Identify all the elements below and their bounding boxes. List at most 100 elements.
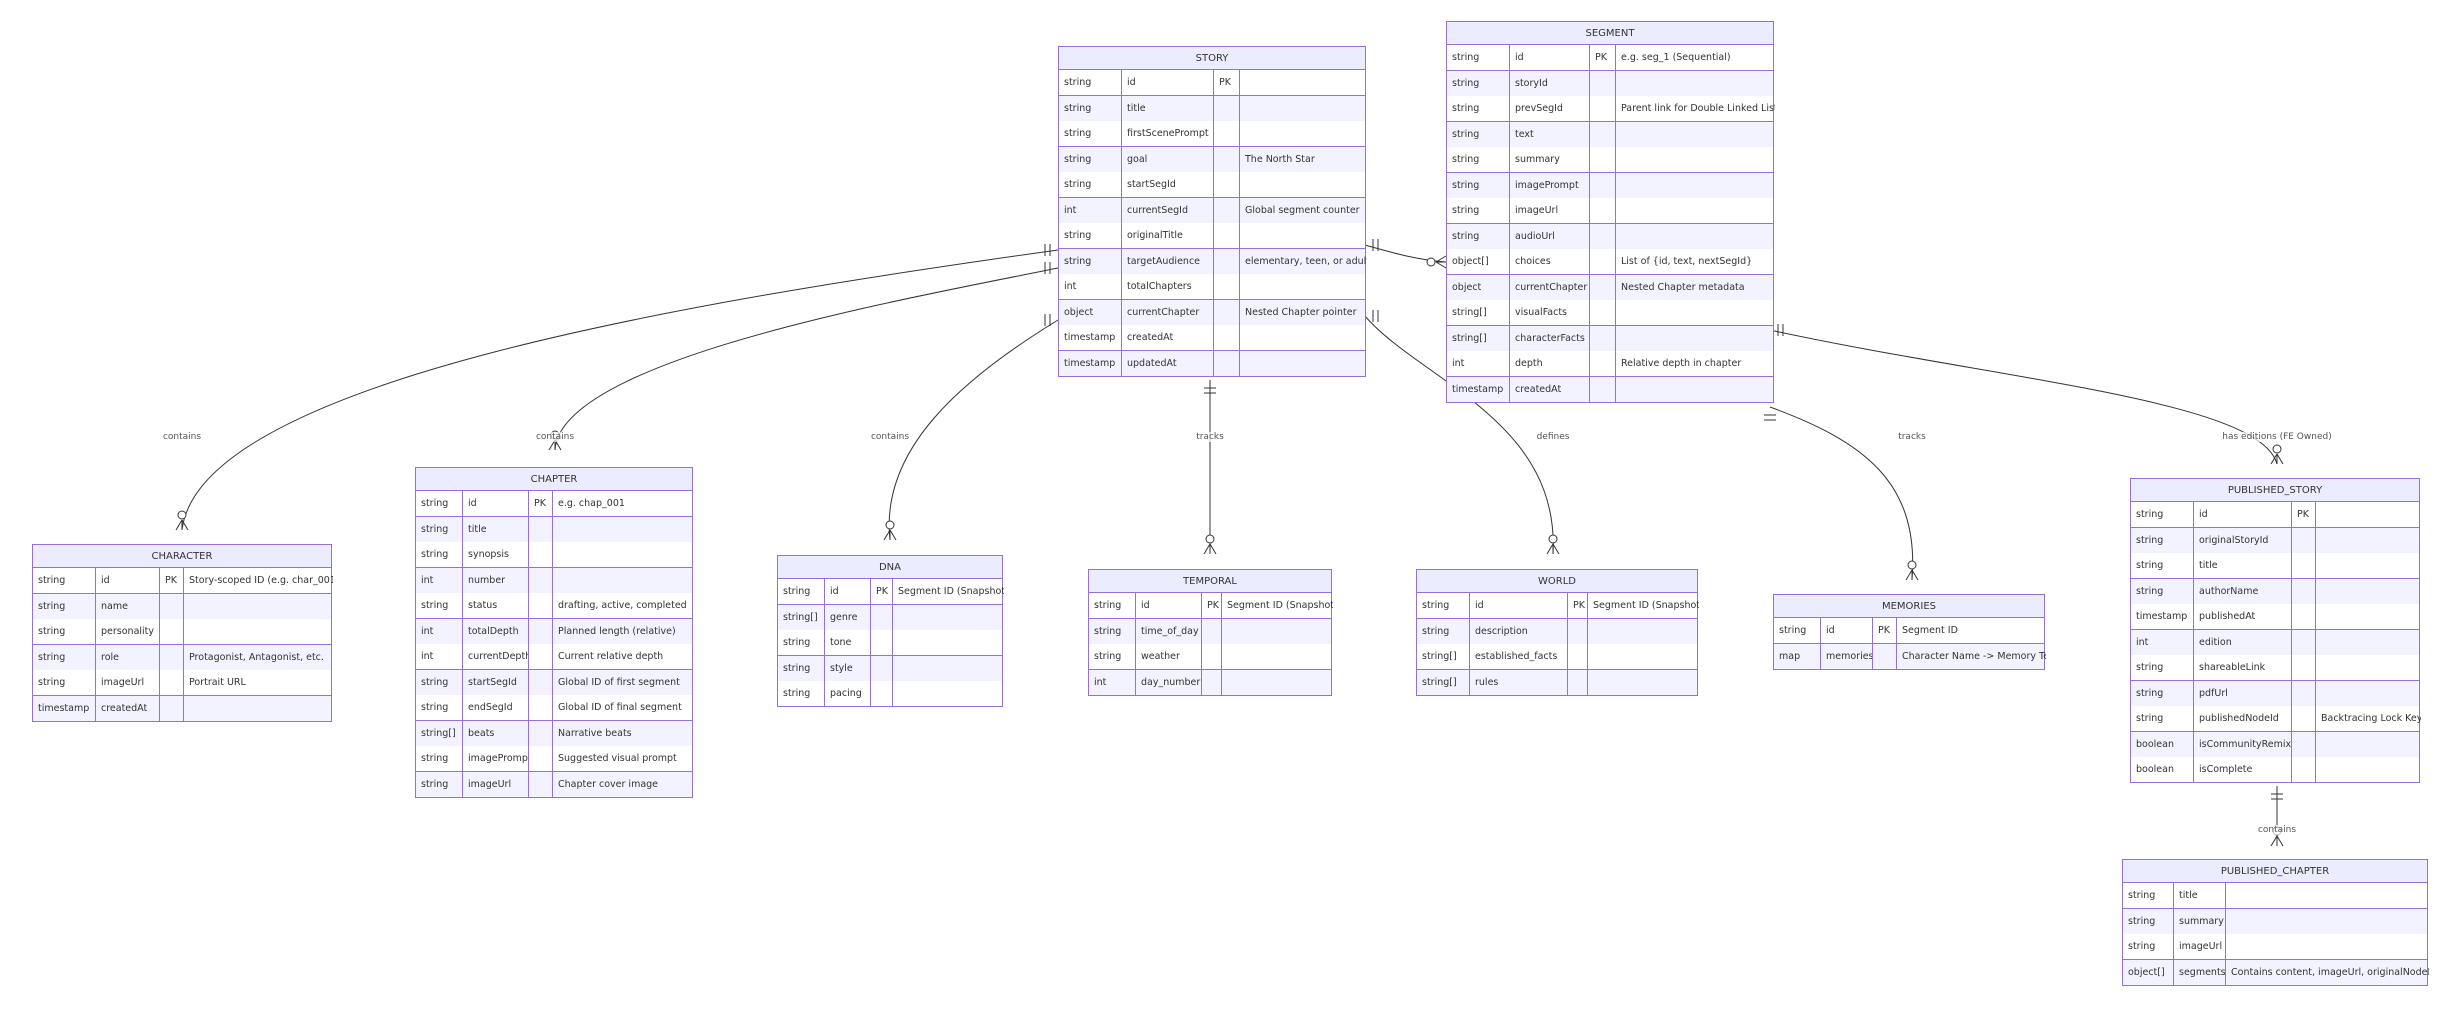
cardinality-one-marker [1764, 414, 1776, 421]
attr-name: status [462, 593, 528, 618]
attr-type: string [38, 600, 66, 612]
attr-key [528, 618, 552, 644]
attr-name: pdfUrl [2193, 680, 2291, 706]
attr-comment [1587, 669, 1699, 695]
attr-key [2291, 553, 2315, 578]
attr-key [1567, 618, 1587, 644]
attr-comment [2315, 604, 2421, 629]
entity-title: WORLD [1416, 569, 1698, 593]
attr-key [528, 695, 552, 720]
attr-type: string [2136, 687, 2164, 699]
entity-title: STORY [1058, 46, 1366, 70]
attr-type: int [1452, 358, 1465, 369]
attr-key [1213, 172, 1239, 197]
cardinality-one-marker [1044, 314, 1051, 326]
attr-type: string [2136, 713, 2164, 724]
cardinality-many-marker [1203, 534, 1217, 555]
cardinality-one-marker [2271, 793, 2283, 800]
attr-name: id [95, 568, 159, 593]
attr-type: string [38, 626, 66, 637]
attr-key [528, 516, 552, 542]
attr-type: string [2136, 560, 2164, 571]
attr-type: string [421, 676, 449, 688]
attr-name: createdAt [1121, 325, 1213, 350]
attr-name: id [1469, 593, 1567, 618]
attr-comment [1239, 350, 1367, 376]
attr-key [1589, 172, 1615, 198]
crow-foot-line [1546, 543, 1554, 555]
relationship-label: contains [868, 432, 912, 442]
attr-type: string[] [783, 611, 818, 623]
attr-type: object [1064, 306, 1094, 318]
attr-comment [183, 593, 333, 619]
attr-key [1201, 669, 1221, 695]
relationship-line [1769, 406, 1914, 581]
attr-type: string [1094, 625, 1122, 637]
attr-name: day_number [1135, 669, 1201, 695]
attr-comment: e.g. chap_001 [552, 491, 694, 516]
attr-type: object[] [1452, 256, 1489, 267]
attr-comment [1239, 172, 1367, 197]
attr-type: string [1064, 102, 1092, 114]
attr-name: summary [1509, 147, 1589, 172]
attr-name: createdAt [1509, 376, 1589, 402]
attr-name: synopsis [462, 542, 528, 567]
attr-name: isCommunityRemix [2193, 731, 2291, 757]
crow-foot-line [2276, 453, 2284, 465]
attr-key [1567, 644, 1587, 669]
attr-comment [2315, 757, 2421, 782]
attr-comment [1615, 325, 1775, 351]
attr-type: string [2128, 941, 2156, 952]
attr-key [2291, 527, 2315, 553]
attr-name: imageUrl [1509, 198, 1589, 223]
attr-type: int [1064, 204, 1077, 216]
attr-comment [1615, 300, 1775, 325]
attr-comment: Protagonist, Antagonist, etc. [183, 644, 333, 670]
attr-comment [892, 630, 1004, 655]
crow-foot-line [2270, 453, 2278, 465]
crow-foot-line [2276, 835, 2284, 847]
attr-name: currentChapter [1509, 274, 1589, 300]
cardinality-one-marker [1044, 262, 1051, 274]
attr-type: string [1452, 154, 1480, 165]
attr-key [1213, 121, 1239, 146]
cardinality-zero-circle [1907, 560, 1917, 570]
cardinality-one-marker [1372, 239, 1379, 251]
attr-key [2291, 629, 2315, 655]
relationship-label: defines [1534, 432, 1572, 442]
attr-name: currentChapter [1121, 299, 1213, 325]
attr-key [870, 655, 892, 681]
attr-key: PK [159, 568, 183, 593]
attr-type: string [783, 637, 811, 648]
attr-type: string [1452, 52, 1480, 63]
attr-type: string [783, 662, 811, 674]
attr-comment [2315, 502, 2421, 527]
attr-name: segments [2173, 959, 2225, 985]
attr-type: timestamp [38, 702, 90, 714]
attr-name: isComplete [2193, 757, 2291, 782]
attr-name: goal [1121, 146, 1213, 172]
